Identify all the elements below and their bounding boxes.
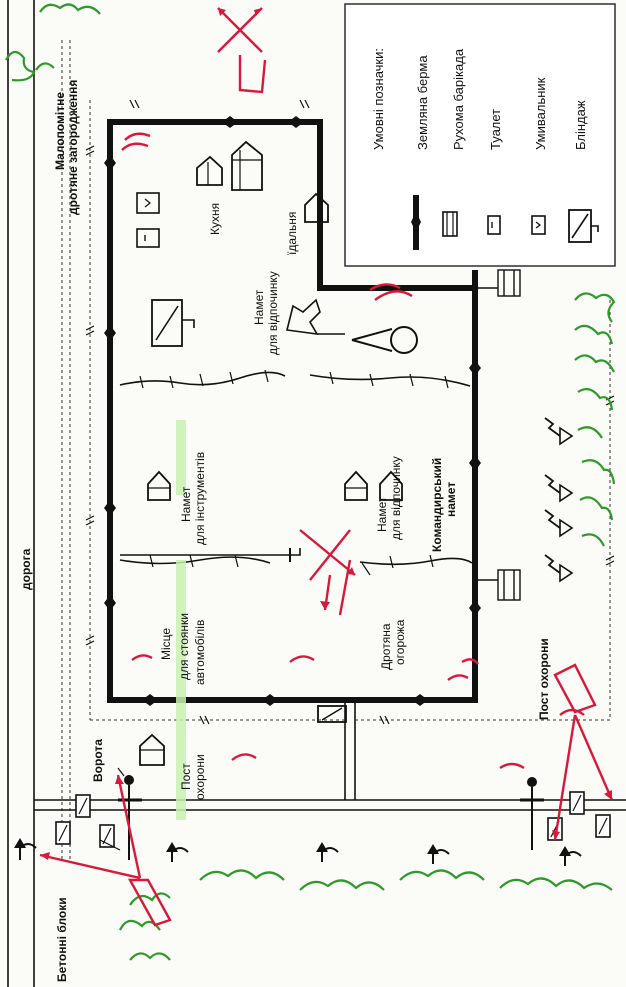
highlight-tools-tent bbox=[176, 420, 186, 495]
toilet-icon bbox=[136, 228, 160, 248]
highlight-parking bbox=[176, 560, 186, 820]
fire-sectors bbox=[39, 7, 614, 927]
washbasin-icon bbox=[531, 215, 546, 235]
wire-fence-label: Малопомітне bbox=[53, 92, 67, 170]
concrete-blocks-label: Бетонні блоки bbox=[55, 897, 69, 982]
command-tent-label: намет bbox=[444, 482, 458, 517]
perimeter-berm bbox=[85, 99, 615, 725]
legend-label-dugout: Бліндаж bbox=[573, 100, 588, 150]
command-tent-label: Командирський bbox=[430, 458, 444, 552]
toilet-icon bbox=[487, 215, 501, 235]
tent-icon bbox=[147, 470, 171, 501]
legend-title: Умовні позначки: bbox=[371, 48, 386, 150]
dugout-icon bbox=[568, 209, 599, 243]
rest-tent-label: Намет bbox=[252, 289, 266, 325]
wire-barrier-label: огорожа bbox=[393, 619, 407, 665]
structures bbox=[55, 140, 611, 860]
obstacle-markers bbox=[14, 417, 582, 866]
dugout-icon bbox=[151, 299, 195, 347]
barricade-icon bbox=[317, 705, 347, 723]
earth-berm-icon bbox=[411, 195, 421, 250]
parking-label: для стоянки bbox=[177, 613, 191, 680]
tent-icon bbox=[379, 470, 403, 501]
tent-icon bbox=[286, 298, 345, 336]
wire-barrier-label: Дротяна bbox=[379, 623, 393, 670]
gate-label: Ворота bbox=[91, 739, 105, 782]
vegetation bbox=[5, 3, 616, 961]
rest-tent-label: для відпочинку bbox=[389, 456, 403, 540]
legend-label-washbasin: Умивальник bbox=[533, 77, 548, 150]
legend: Умовні позначки: Земляна берма Рухома ба… bbox=[344, 3, 616, 267]
guard-post-label: охорони bbox=[193, 754, 207, 800]
legend-label-barricade: Рухома барікада bbox=[451, 48, 466, 150]
barricade-icon bbox=[442, 211, 458, 237]
wire-fence bbox=[119, 369, 473, 569]
dining-label: їдальня bbox=[285, 212, 299, 256]
kitchen-label: Кухня bbox=[208, 203, 222, 235]
rest-tent-label: Намет bbox=[375, 496, 389, 532]
guard-post-label: Пост охорони bbox=[537, 638, 551, 720]
tools-tent-label: Намет bbox=[179, 486, 193, 522]
legend-label-earth-berm: Земляна берма bbox=[415, 55, 430, 150]
legend-label-toilet: Туалет bbox=[488, 109, 503, 150]
washbasin-icon bbox=[136, 192, 160, 214]
parking-label: автомобілів bbox=[193, 620, 207, 685]
machine-gun-icon bbox=[351, 326, 418, 354]
rest-tent-label: для відпочинку bbox=[266, 271, 280, 355]
tent-icon bbox=[231, 140, 263, 191]
tent-icon bbox=[304, 192, 329, 223]
road-label: дорога bbox=[19, 548, 33, 590]
wire-fence-label: дротяне загородження bbox=[66, 80, 80, 215]
tools-tent-label: для інструментів bbox=[193, 452, 207, 545]
guard-post-label: Пост bbox=[179, 763, 193, 790]
tent-icon bbox=[344, 470, 368, 501]
tent-icon bbox=[196, 155, 223, 186]
parking-label: Місце bbox=[159, 628, 173, 660]
tent-icon bbox=[139, 733, 165, 766]
concrete-block-icon bbox=[55, 794, 115, 848]
